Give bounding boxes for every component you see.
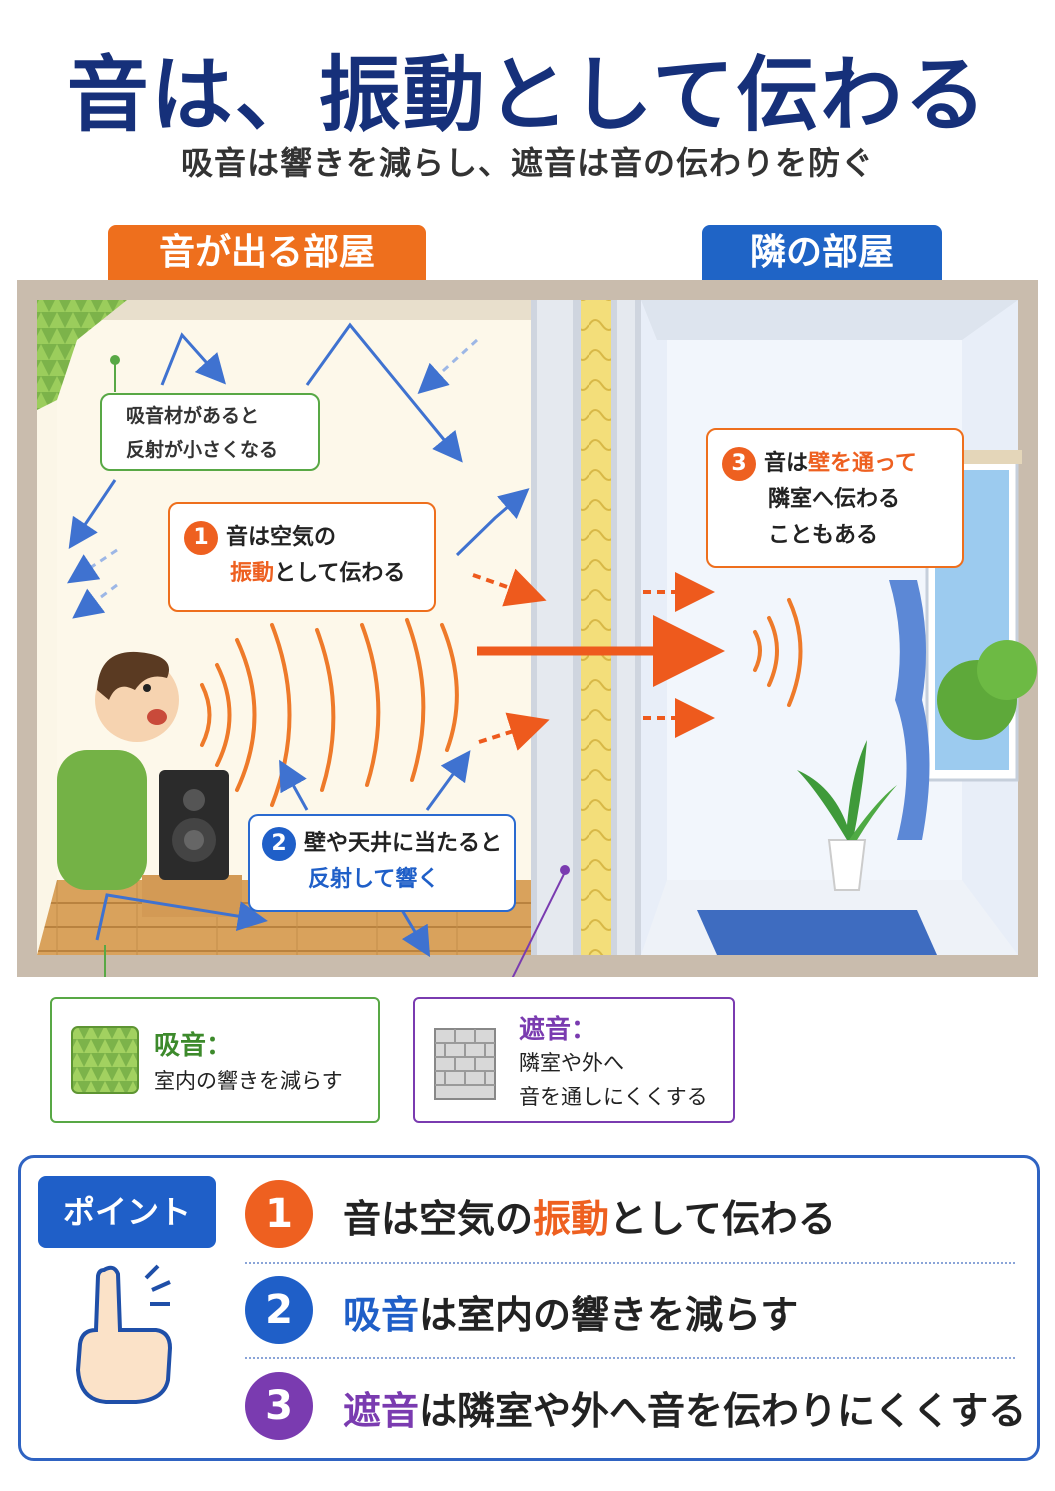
insulation-layer xyxy=(581,300,611,955)
soundproof-legend: 遮音： 隣室や外へ 音を通しにくくする xyxy=(413,997,735,1123)
callout2-line1: 壁や天井に当たると xyxy=(304,831,503,856)
reflection-arrow xyxy=(279,759,309,811)
reflection-arrow xyxy=(400,909,431,958)
callout3-line2: 隣室へ伝わる xyxy=(768,487,901,512)
pointing-hand-icon xyxy=(75,1264,173,1404)
absorb-foam-corner xyxy=(37,300,127,410)
soundproof-legend-desc1: 隣室や外へ xyxy=(519,1051,624,1075)
brick-wall-icon xyxy=(434,1028,496,1100)
dashed-reflection-arrow xyxy=(72,583,118,619)
point2-highlight: 吸音 xyxy=(343,1293,420,1337)
absorb-note-line2: 反射が小さくなる xyxy=(126,439,279,461)
point-number-2: 2 xyxy=(245,1276,313,1344)
number-badge-2: 2 xyxy=(262,827,296,861)
callout3-pre: 音は xyxy=(764,451,809,476)
point1-highlight: 振動 xyxy=(533,1197,610,1241)
soundproof-legend-desc2: 音を通しにくくする xyxy=(519,1085,708,1109)
divider xyxy=(245,1357,1015,1359)
point-row-2: 2 吸音は室内の響きを減らす xyxy=(245,1270,1015,1356)
soundproof-legend-title: 遮音： xyxy=(519,1015,598,1045)
point-row-1: 1 音は空気の振動として伝わる xyxy=(245,1174,1015,1260)
plant-pot xyxy=(827,839,867,891)
source-room-label: 音が出る部屋 xyxy=(108,225,426,281)
point3-highlight: 遮音 xyxy=(343,1389,420,1433)
transmission-callout: 3 音は壁を通って 隣室へ伝わる こともある xyxy=(706,428,964,568)
sound-waves-left xyxy=(200,618,459,807)
callout2-highlight: 反射して響く xyxy=(308,867,440,892)
person-hair xyxy=(97,651,169,700)
curtain xyxy=(889,580,930,840)
point1-post: として伝わる xyxy=(609,1197,836,1241)
callout3-highlight: 壁を通って xyxy=(808,451,917,476)
absorb-legend: 吸音： 室内の響きを減らす xyxy=(50,997,380,1123)
reflection-arrow xyxy=(95,893,268,941)
point-number-1: 1 xyxy=(245,1180,313,1248)
dashed-reflection-arrow xyxy=(67,548,118,584)
vibration-callout: 1 音は空気の 振動として伝わる xyxy=(168,502,436,612)
number-badge-3: 3 xyxy=(722,447,756,481)
point-badge: ポイント xyxy=(38,1176,216,1248)
reflection-arrow xyxy=(305,322,463,463)
foam-panel-icon xyxy=(71,1026,139,1094)
blue-rug xyxy=(697,910,937,955)
reflection-arrow xyxy=(68,479,117,549)
absorb-legend-desc: 室内の響きを減らす xyxy=(154,1069,343,1093)
room-diagram xyxy=(17,280,1038,977)
callout3-line3: こともある xyxy=(768,523,879,548)
dashed-arrow xyxy=(472,568,547,607)
sound-waves-right xyxy=(753,598,803,707)
speaker-stand xyxy=(142,875,242,917)
point3-post: は隣室や外へ音を伝わりにくくする xyxy=(419,1389,1027,1433)
point1-pre: 音は空気の xyxy=(343,1197,534,1241)
person-body xyxy=(57,750,147,890)
callout1-line1: 音は空気の xyxy=(226,525,337,550)
reflection-arrow xyxy=(455,488,530,557)
reflection-callout: 2 壁や天井に当たると 反射して響く xyxy=(248,814,516,912)
reflection-arrow xyxy=(160,332,226,386)
absorb-note-line1: 吸音材があると xyxy=(126,405,260,427)
point-row-3: 3 遮音は隣室や外へ音を伝わりにくくする xyxy=(245,1366,1026,1452)
divider xyxy=(245,1262,1015,1264)
page-subtitle: 吸音は響きを減らし、遮音は音の伝わりを防ぐ xyxy=(180,144,874,182)
neighbor-room-label: 隣の部屋 xyxy=(702,225,942,281)
point-number-3: 3 xyxy=(245,1372,313,1440)
page-title: 音は、振動として伝わる xyxy=(66,48,989,143)
absorb-note-callout: 吸音材があると 反射が小さくなる xyxy=(100,393,320,471)
callout1-highlight: 振動 xyxy=(230,561,275,586)
absorb-legend-title: 吸音： xyxy=(154,1031,233,1061)
number-badge-1: 1 xyxy=(184,521,218,555)
point2-post: は室内の響きを減らす xyxy=(419,1293,799,1337)
dashed-arrow xyxy=(478,712,550,751)
callout1-line2: として伝わる xyxy=(274,561,406,586)
plant xyxy=(797,740,867,840)
reflection-arrow xyxy=(425,750,471,811)
